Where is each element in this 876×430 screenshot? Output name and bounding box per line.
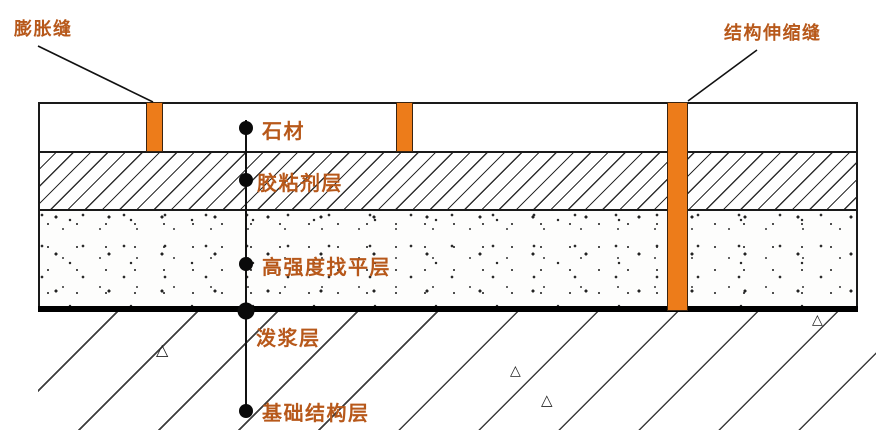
foundation-layer-hatch — [38, 312, 876, 430]
leader-line-structural-joint — [687, 49, 758, 102]
leveling-layer-stipple — [39, 211, 857, 306]
label-slurry-layer: 泼浆层 — [256, 326, 321, 350]
left-edge-line — [38, 102, 40, 312]
triangle-marker: △ — [156, 340, 169, 359]
structural-expansion-joint-bar — [667, 102, 688, 311]
label-structural-expansion-joint: 结构伸缩缝 — [724, 23, 822, 44]
right-edge-line — [856, 102, 858, 312]
expansion-joint-bar-2 — [396, 102, 413, 152]
slurry-layer-line — [38, 306, 858, 312]
label-foundation-layer: 基础结构层 — [262, 401, 370, 425]
top-boundary-line — [38, 102, 858, 104]
callout-dot-leveling — [239, 257, 253, 271]
label-expansion-joint: 膨胀缝 — [14, 19, 73, 40]
stone-layer — [39, 104, 857, 151]
callout-dot-stone — [239, 121, 253, 135]
label-adhesive-layer: 胶粘剂层 — [257, 171, 343, 195]
stone-bottom-line — [38, 151, 858, 153]
callout-dot-foundation — [239, 404, 253, 418]
label-stone-layer: 石材 — [262, 119, 305, 143]
adhesive-bottom-line — [38, 209, 858, 211]
triangle-marker: △ — [812, 312, 823, 328]
callout-dot-slurry — [237, 302, 255, 320]
triangle-marker: △ — [541, 391, 553, 409]
triangle-marker: △ — [510, 363, 521, 379]
expansion-joint-bar-1 — [146, 102, 163, 152]
adhesive-layer-hatch — [39, 153, 857, 209]
label-leveling-layer: 高强度找平层 — [262, 255, 391, 279]
leader-line-expansion-joint — [37, 45, 154, 103]
callout-dot-adhesive — [239, 173, 253, 187]
